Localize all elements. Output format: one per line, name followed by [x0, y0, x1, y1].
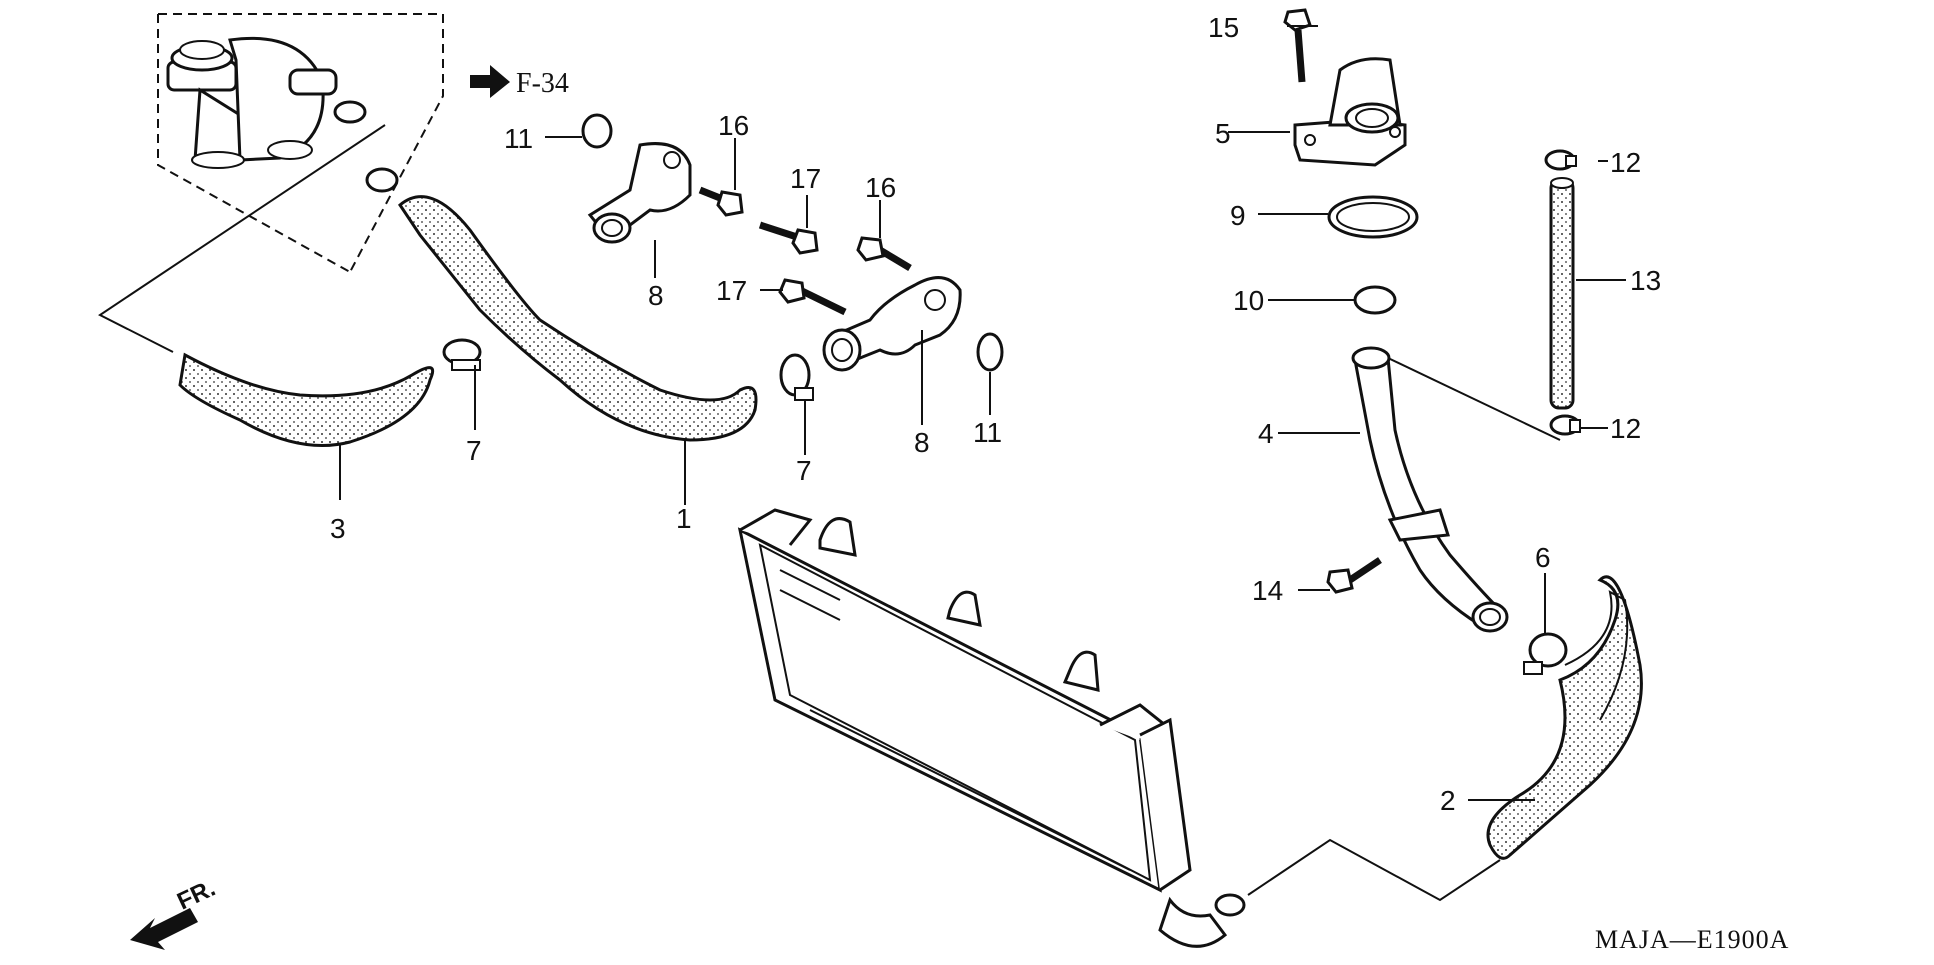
- callout-11-top: 11: [504, 123, 533, 154]
- bolt-16-left: [698, 186, 744, 217]
- reference-label: F-34: [516, 68, 569, 99]
- front-direction: FR.: [130, 875, 220, 950]
- hose-3: [178, 352, 435, 448]
- clip-12-bottom: [1549, 414, 1581, 436]
- clamp-6: [1523, 632, 1568, 675]
- front-label: FR.: [173, 875, 219, 916]
- callout-12-top: 12: [1610, 147, 1641, 178]
- reference-arrow[interactable]: F-34: [470, 65, 569, 99]
- bolt-16-right: [856, 236, 912, 272]
- water-pipe-8-left: [587, 142, 692, 244]
- water-pipe-8-right: [822, 276, 962, 372]
- callout-6: 6: [1535, 542, 1551, 573]
- radiator: [737, 508, 1501, 948]
- inset-clamp-1: [333, 100, 367, 124]
- front-arrow-icon: [130, 908, 198, 950]
- callout-7-right: 7: [796, 455, 812, 486]
- clip-12-top: [1544, 149, 1577, 171]
- o-ring-11-right: [976, 332, 1004, 372]
- water-pump-drawing: [166, 36, 338, 169]
- callout-3: 3: [330, 513, 346, 544]
- diagram-code: MAJA—E1900A: [1595, 925, 1789, 954]
- o-ring-11-top: [581, 113, 613, 149]
- callout-16-right: 16: [865, 172, 896, 203]
- callout-12-bottom: 12: [1610, 413, 1641, 444]
- right-arrow-icon: [470, 65, 510, 98]
- callout-2: 2: [1440, 785, 1456, 816]
- bolt-17-lower: [778, 278, 847, 316]
- callout-16-left: 16: [718, 110, 749, 141]
- callout-8-right: 8: [914, 427, 930, 458]
- callout-15: 15: [1208, 12, 1239, 43]
- bolt-17-upper: [758, 221, 819, 255]
- water-pipe-4: [1351, 346, 1561, 633]
- hose-1: [398, 195, 758, 442]
- thermostat-housing-5: [1293, 57, 1407, 167]
- callout-8-left: 8: [648, 280, 664, 311]
- clamp-7-right: [779, 353, 814, 401]
- leader-lines: [339, 25, 1626, 801]
- callout-4: 4: [1258, 418, 1274, 449]
- callout-7-left: 7: [466, 435, 482, 466]
- hose-2: [1486, 575, 1643, 860]
- callout-9: 9: [1230, 200, 1246, 231]
- callout-14: 14: [1252, 575, 1283, 606]
- callout-numbers: 1 2 3 4 5 6 7 7 8 8 9 10 11 11 12 12 13 …: [330, 12, 1661, 816]
- o-ring-10: [1353, 285, 1397, 315]
- bolt-14: [1326, 557, 1382, 594]
- reference-inset: [98, 13, 444, 353]
- callout-5: 5: [1215, 118, 1231, 149]
- callout-11-right: 11: [973, 417, 1002, 448]
- callout-13: 13: [1630, 265, 1661, 296]
- inset-clamp-2: [365, 167, 399, 193]
- callout-17-upper: 17: [790, 163, 821, 194]
- clamp-7-left: [442, 338, 482, 371]
- callout-17-lower: 17: [716, 275, 747, 306]
- callout-10: 10: [1233, 285, 1264, 316]
- bolt-15: [1283, 8, 1312, 83]
- tube-13: [1549, 178, 1575, 410]
- callout-1: 1: [676, 503, 692, 534]
